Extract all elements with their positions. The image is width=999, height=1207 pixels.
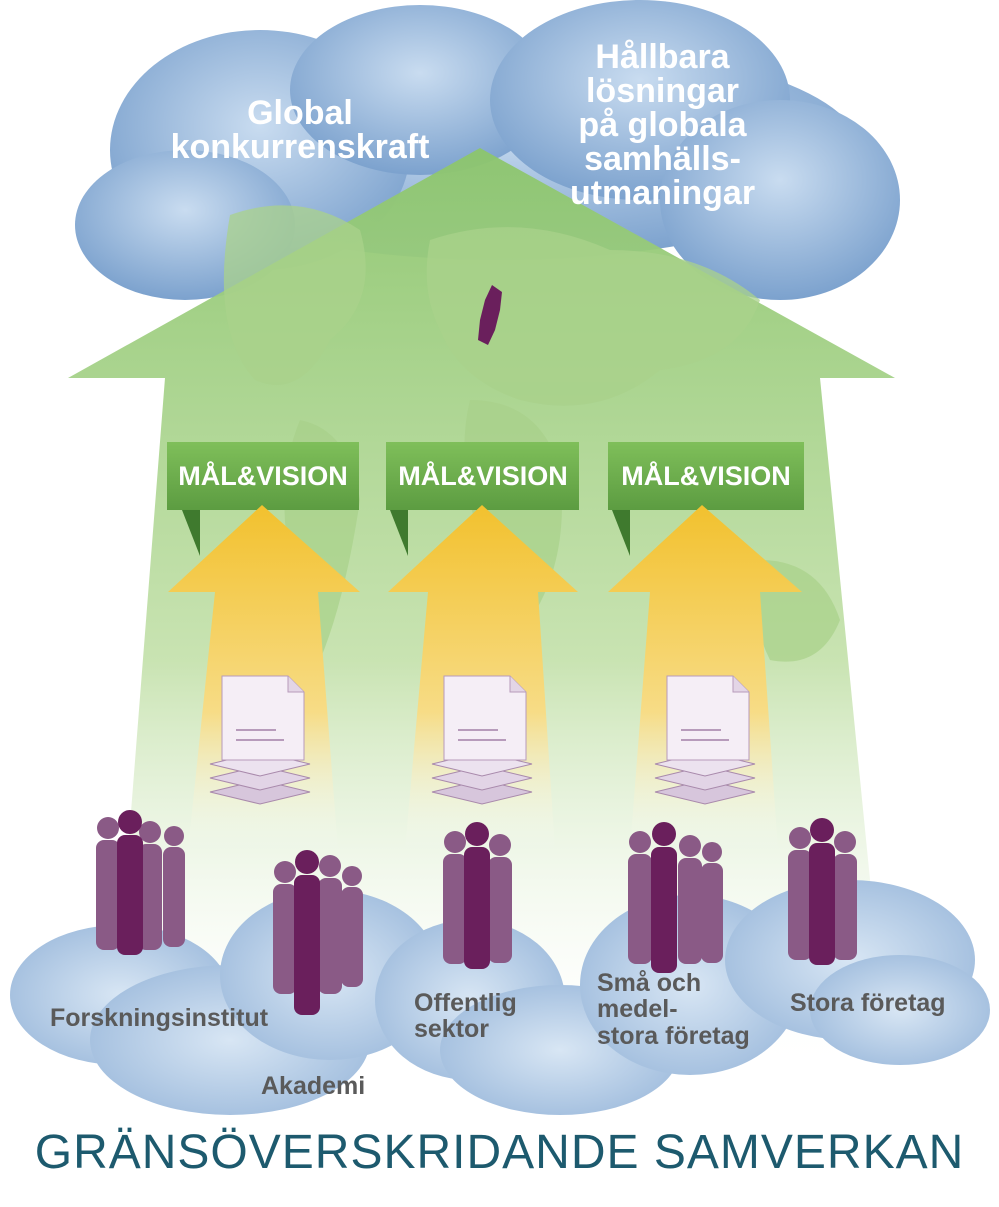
label-sma-och-medelstora-foretag: Små och medel- stora företag: [597, 969, 750, 1050]
document-stacks: [209, 675, 756, 805]
banner-label-2: MÅL&VISION: [398, 461, 568, 491]
banner-ribbon-2: [386, 442, 579, 556]
document-stack-icon-3: [654, 675, 756, 805]
people-group-icon-4: [628, 822, 723, 973]
banner-label-3: MÅL&VISION: [621, 461, 791, 491]
sweden-highlight-icon: [478, 285, 502, 345]
banner-ribbon-1: [167, 442, 359, 556]
banners: [167, 442, 804, 556]
main-title: GRÄNSÖVERSKRIDANDE SAMVERKAN: [34, 1126, 965, 1179]
people-group-icon-3: [443, 822, 512, 969]
people-group-icon-2: [273, 850, 363, 1015]
people-group-icon-5: [788, 818, 857, 965]
label-forskningsinstitut: Forskningsinstitut: [50, 1004, 269, 1032]
label-global-konkurrenskraft: Global konkurrenskraft: [170, 94, 430, 166]
people-group-icon-1: [96, 810, 185, 955]
document-stack-icon-1: [209, 675, 311, 805]
banner-label-1: MÅL&VISION: [178, 461, 348, 491]
banner-ribbon-3: [608, 442, 804, 556]
document-stack-icon-2: [431, 675, 533, 805]
top-cloud-icon: [75, 0, 900, 300]
label-akademi: Akademi: [261, 1072, 366, 1100]
label-hallbara-losningar: Hållbara lösningar på globala samhälls- …: [569, 38, 756, 212]
label-offentlig-sektor: Offentlig sektor: [414, 989, 517, 1044]
label-stora-foretag: Stora företag: [790, 989, 946, 1017]
